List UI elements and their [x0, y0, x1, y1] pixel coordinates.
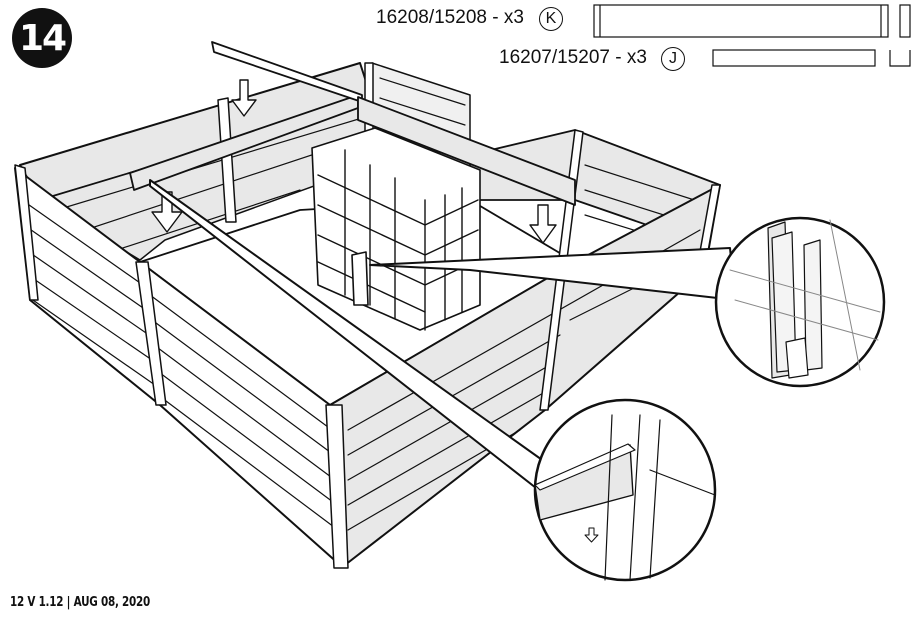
- down-arrow-icon: [151, 79, 557, 244]
- corner-channel-detail: [714, 216, 886, 388]
- long-beam-profile-icon: [593, 4, 911, 38]
- part-j-letter: J: [661, 47, 685, 71]
- short-beam-u-channel-icon: [712, 49, 911, 67]
- footer-page-version-date: 12 V 1.12 | AUG 08, 2020: [10, 595, 151, 610]
- part-j-code: 16207/15207 - x3: [499, 47, 647, 68]
- part-k-letter: K: [539, 7, 563, 31]
- center-compost-cage: [311, 127, 481, 331]
- parts-list: 16208/15208 - x3 K 16207/15207 - x3 J: [0, 0, 923, 80]
- beam-seat-detail: [533, 398, 717, 582]
- cross-beam-k-long: [129, 41, 576, 206]
- step-number: 14: [18, 17, 67, 59]
- part-k-code: 16208/15208 - x3: [376, 7, 524, 28]
- step-number-badge: 14: [12, 8, 72, 68]
